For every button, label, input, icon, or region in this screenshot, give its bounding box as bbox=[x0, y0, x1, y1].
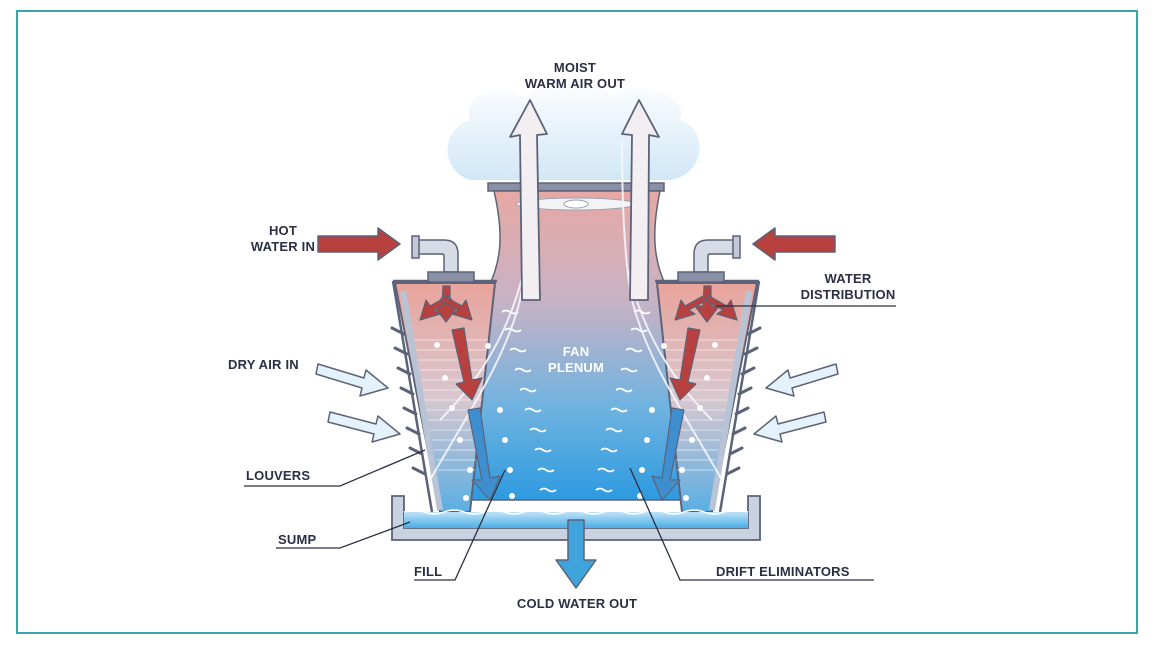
dry-air-in-label: DRY AIR IN bbox=[228, 357, 299, 372]
cold-water-out-label: COLD WATER OUT bbox=[516, 596, 638, 611]
moist-air-out-label-line1: MOIST bbox=[553, 60, 597, 75]
moist-air-out-label-line2: WARM AIR OUT bbox=[524, 76, 626, 91]
sump-label: SUMP bbox=[278, 532, 317, 547]
moist-air-out-label: MOIST WARM AIR OUT bbox=[500, 60, 650, 92]
louvers-label: LOUVERS bbox=[246, 468, 311, 483]
hot-water-pipes bbox=[411, 235, 741, 283]
fill-label: FILL bbox=[414, 564, 443, 579]
water-distribution-label: WATER DISTRIBUTION bbox=[800, 271, 896, 303]
water-distribution-label-line1: WATER bbox=[824, 271, 872, 286]
water-distribution-arrows bbox=[419, 285, 738, 323]
leader-lines bbox=[244, 305, 896, 581]
fan-plenum-label-line2: PLENUM bbox=[547, 360, 605, 375]
fan-plenum-label-line1: FAN bbox=[562, 344, 590, 359]
steam-cloud bbox=[447, 76, 700, 180]
hot-water-in-label: HOT WATER IN bbox=[248, 223, 318, 255]
hot-water-in-label-line2: WATER IN bbox=[250, 239, 316, 254]
louvers-right bbox=[725, 326, 762, 476]
drift-eliminators-label: DRIFT ELIMINATORS bbox=[716, 564, 850, 579]
hot-water-in-label-line1: HOT bbox=[268, 223, 298, 238]
fill-flow-arrows bbox=[451, 327, 701, 501]
dry-air-in-arrows bbox=[315, 363, 839, 443]
hot-water-in-arrows bbox=[317, 227, 836, 261]
cold-water-out-arrow bbox=[555, 519, 597, 589]
drift-eliminators-left bbox=[501, 309, 557, 493]
water-distribution-label-line2: DISTRIBUTION bbox=[800, 287, 896, 302]
fan-plenum-label: FAN PLENUM bbox=[540, 344, 612, 376]
drift-eliminators-right bbox=[595, 309, 651, 493]
moist-air-out-arrows bbox=[509, 99, 660, 301]
water-droplets bbox=[434, 342, 718, 501]
louvers-left bbox=[390, 326, 427, 476]
